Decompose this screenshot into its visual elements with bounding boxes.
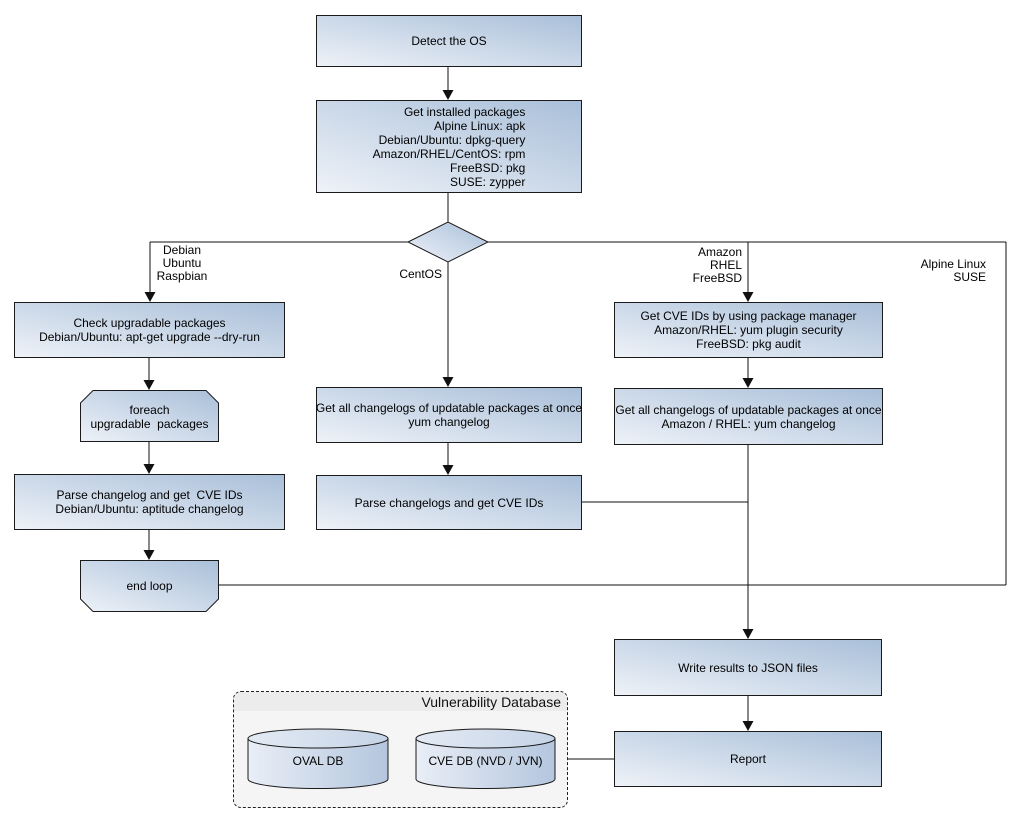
cve-db-label: CVE DB (NVD / JVN) (428, 754, 543, 768)
end-loop-shape (80, 560, 219, 612)
node-parse-changelog-debian-label: Parse changelog and get CVE IDs Debian/U… (55, 488, 244, 516)
edge-label-debian-branch: Debian Ubuntu Raspbian (156, 243, 208, 283)
node-get-installed-packages-label: Get installed packages Alpine Linux: apk… (372, 104, 526, 189)
node-check-upgradable-packages: Check upgradable packages Debian/Ubuntu:… (14, 302, 285, 358)
node-get-cve-ids-package-manager-label: Get CVE IDs by using package manager Ama… (640, 309, 857, 351)
os-decision-diamond (406, 221, 490, 263)
node-get-changelogs-centos: Get all changelogs of updatable packages… (316, 387, 582, 443)
node-detect-os-label: Detect the OS (411, 34, 487, 48)
edge-label-alpine-branch: Alpine Linux SUSE (920, 257, 986, 284)
node-parse-changelog-debian: Parse changelog and get CVE IDs Debian/U… (14, 474, 285, 530)
arrowheads (143, 90, 754, 731)
node-get-changelogs-amazon: Get all changelogs of updatable packages… (614, 388, 883, 445)
foreach-loop-shape (80, 390, 219, 442)
node-get-installed-packages: Get installed packages Alpine Linux: apk… (316, 100, 582, 193)
node-report: Report (614, 731, 882, 787)
node-get-cve-ids-package-manager: Get CVE IDs by using package manager Ama… (614, 302, 883, 358)
cve-db-cylinder (415, 728, 556, 789)
edge-label-centos-branch: CentOS (399, 267, 442, 281)
foreach-loop-label: foreach upgradable packages (90, 402, 209, 431)
node-report-label: Report (729, 752, 767, 766)
vulnerability-database-header: Vulnerability Database (234, 692, 567, 711)
edge-label-amazon-branch: Amazon RHEL FreeBSD (692, 245, 742, 285)
node-write-results-json: Write results to JSON files (614, 639, 882, 696)
node-get-changelogs-amazon-label: Get all changelogs of updatable packages… (615, 402, 882, 431)
node-parse-changelogs-centos: Parse changelogs and get CVE IDs (316, 475, 582, 530)
node-parse-changelogs-centos-label: Parse changelogs and get CVE IDs (354, 495, 544, 510)
end-loop-label: end loop (126, 579, 173, 593)
connector-lines (148, 67, 1007, 760)
oval-db-cylinder (247, 728, 389, 789)
node-detect-os: Detect the OS (316, 15, 582, 67)
node-write-results-json-label: Write results to JSON files (678, 660, 818, 675)
node-check-upgradable-packages-label: Check upgradable packages Debian/Ubuntu:… (39, 316, 260, 344)
node-get-changelogs-centos-label: Get all changelogs of updatable packages… (315, 401, 583, 429)
oval-db-label: OVAL DB (292, 754, 344, 768)
vulnerability-database-title: Vulnerability Database (421, 693, 561, 710)
